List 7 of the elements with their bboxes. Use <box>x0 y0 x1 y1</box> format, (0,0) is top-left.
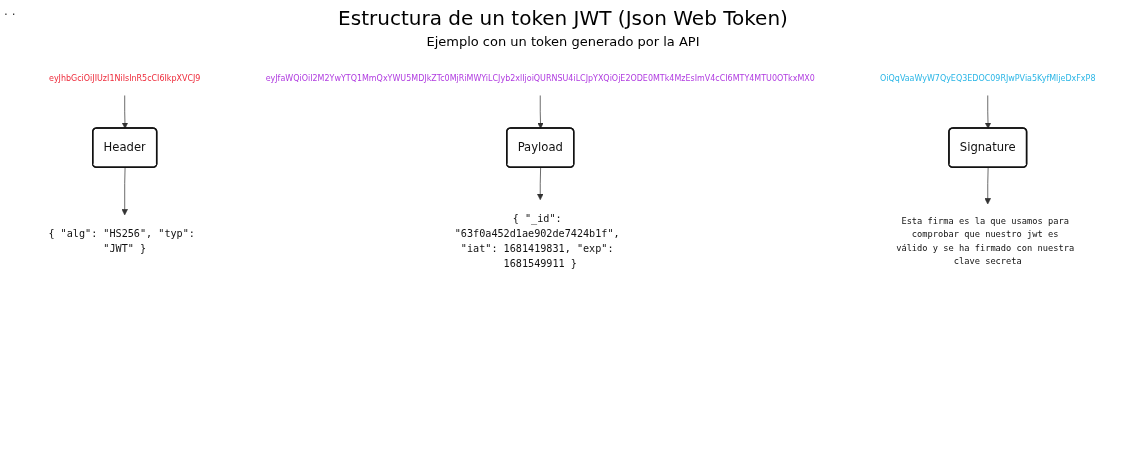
node-text: { "_id": "63f0a452d1ae902de7424b1f", "iat": 1681419831, "exp": 1681549911 } <box>454 212 620 270</box>
node-text: { "alg": "HS256", "typ": "JWT" } <box>48 227 195 255</box>
separator-dot: . <box>11 4 16 18</box>
subtitle: Ejemplo con un token generado por la API <box>426 34 700 49</box>
diagram-title: Estructura de un token JWT (Json Web Token) <box>338 6 788 30</box>
separator-dot: . <box>4 4 8 18</box>
node-text: Esta firma es la que usamos para comprobar que nuestro jwt es válido y se ha firmado con nuestra clave secreta <box>896 216 1075 266</box>
